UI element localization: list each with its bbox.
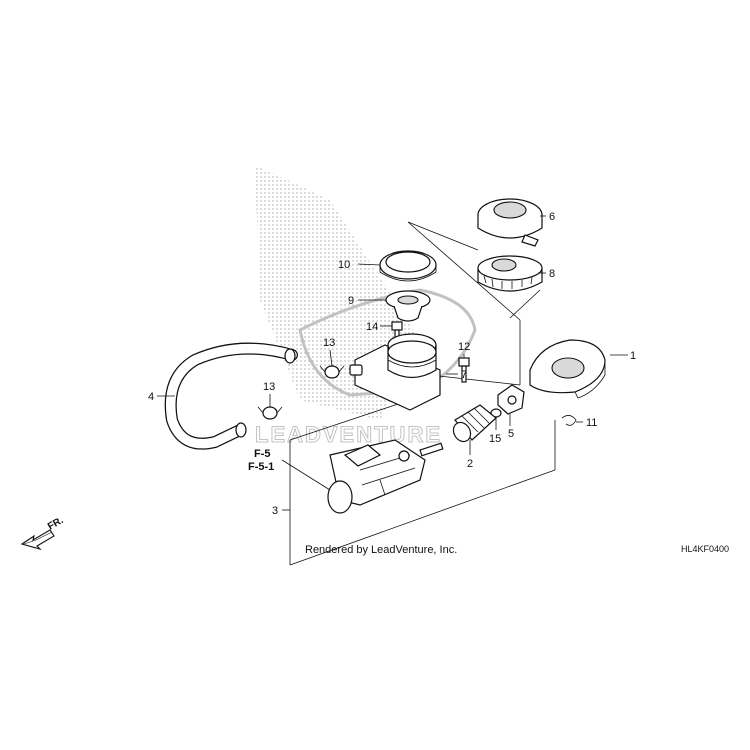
callout-2: 2 <box>467 458 473 470</box>
assembly-outline <box>289 221 556 566</box>
reservoir-body <box>349 333 441 411</box>
cotter-clip <box>561 415 577 426</box>
clamp-bracket <box>497 384 525 415</box>
callout-5: 5 <box>508 428 514 440</box>
callout-6: 6 <box>549 211 555 223</box>
seal-ring <box>379 250 437 282</box>
reference-f5-1: F-5-1 <box>248 461 274 473</box>
render-credit: Rendered by LeadVenture, Inc. <box>305 544 457 556</box>
hose-clamp-lower <box>257 406 283 420</box>
reservoir-cap <box>477 198 543 247</box>
front-direction-arrow: FR. <box>20 515 66 551</box>
diagram-code: HL4KF0400 <box>681 544 729 554</box>
callout-10: 10 <box>338 259 350 271</box>
strainer <box>385 290 431 322</box>
callout-14: 14 <box>366 321 378 333</box>
callout-8: 8 <box>549 268 555 280</box>
cap-plate <box>477 255 543 292</box>
watermark-text: LEADVENTURE <box>255 422 442 447</box>
rubber-mount <box>529 339 606 399</box>
callout-labels: 1 2 3 4 5 6 7 8 9 10 11 12 13 13 14 15 <box>148 211 636 517</box>
callout-3: 3 <box>272 505 278 517</box>
callout-11: 11 <box>586 417 597 429</box>
front-direction-label: FR. <box>46 515 66 533</box>
callout-15: 15 <box>489 433 501 445</box>
callout-9: 9 <box>348 295 354 307</box>
watermark-logo: LEADVENTURE <box>255 165 477 448</box>
callout-12: 12 <box>458 341 470 353</box>
reference-f5: F-5 <box>254 448 271 460</box>
leader-lines <box>157 215 628 511</box>
callout-13-upper: 13 <box>323 337 335 349</box>
master-cylinder <box>327 439 444 514</box>
reservoir-hose <box>164 342 298 450</box>
callout-1: 1 <box>630 350 636 362</box>
callout-4: 4 <box>148 391 154 403</box>
callout-7: 7 <box>461 369 467 381</box>
callout-13-lower: 13 <box>263 381 275 393</box>
